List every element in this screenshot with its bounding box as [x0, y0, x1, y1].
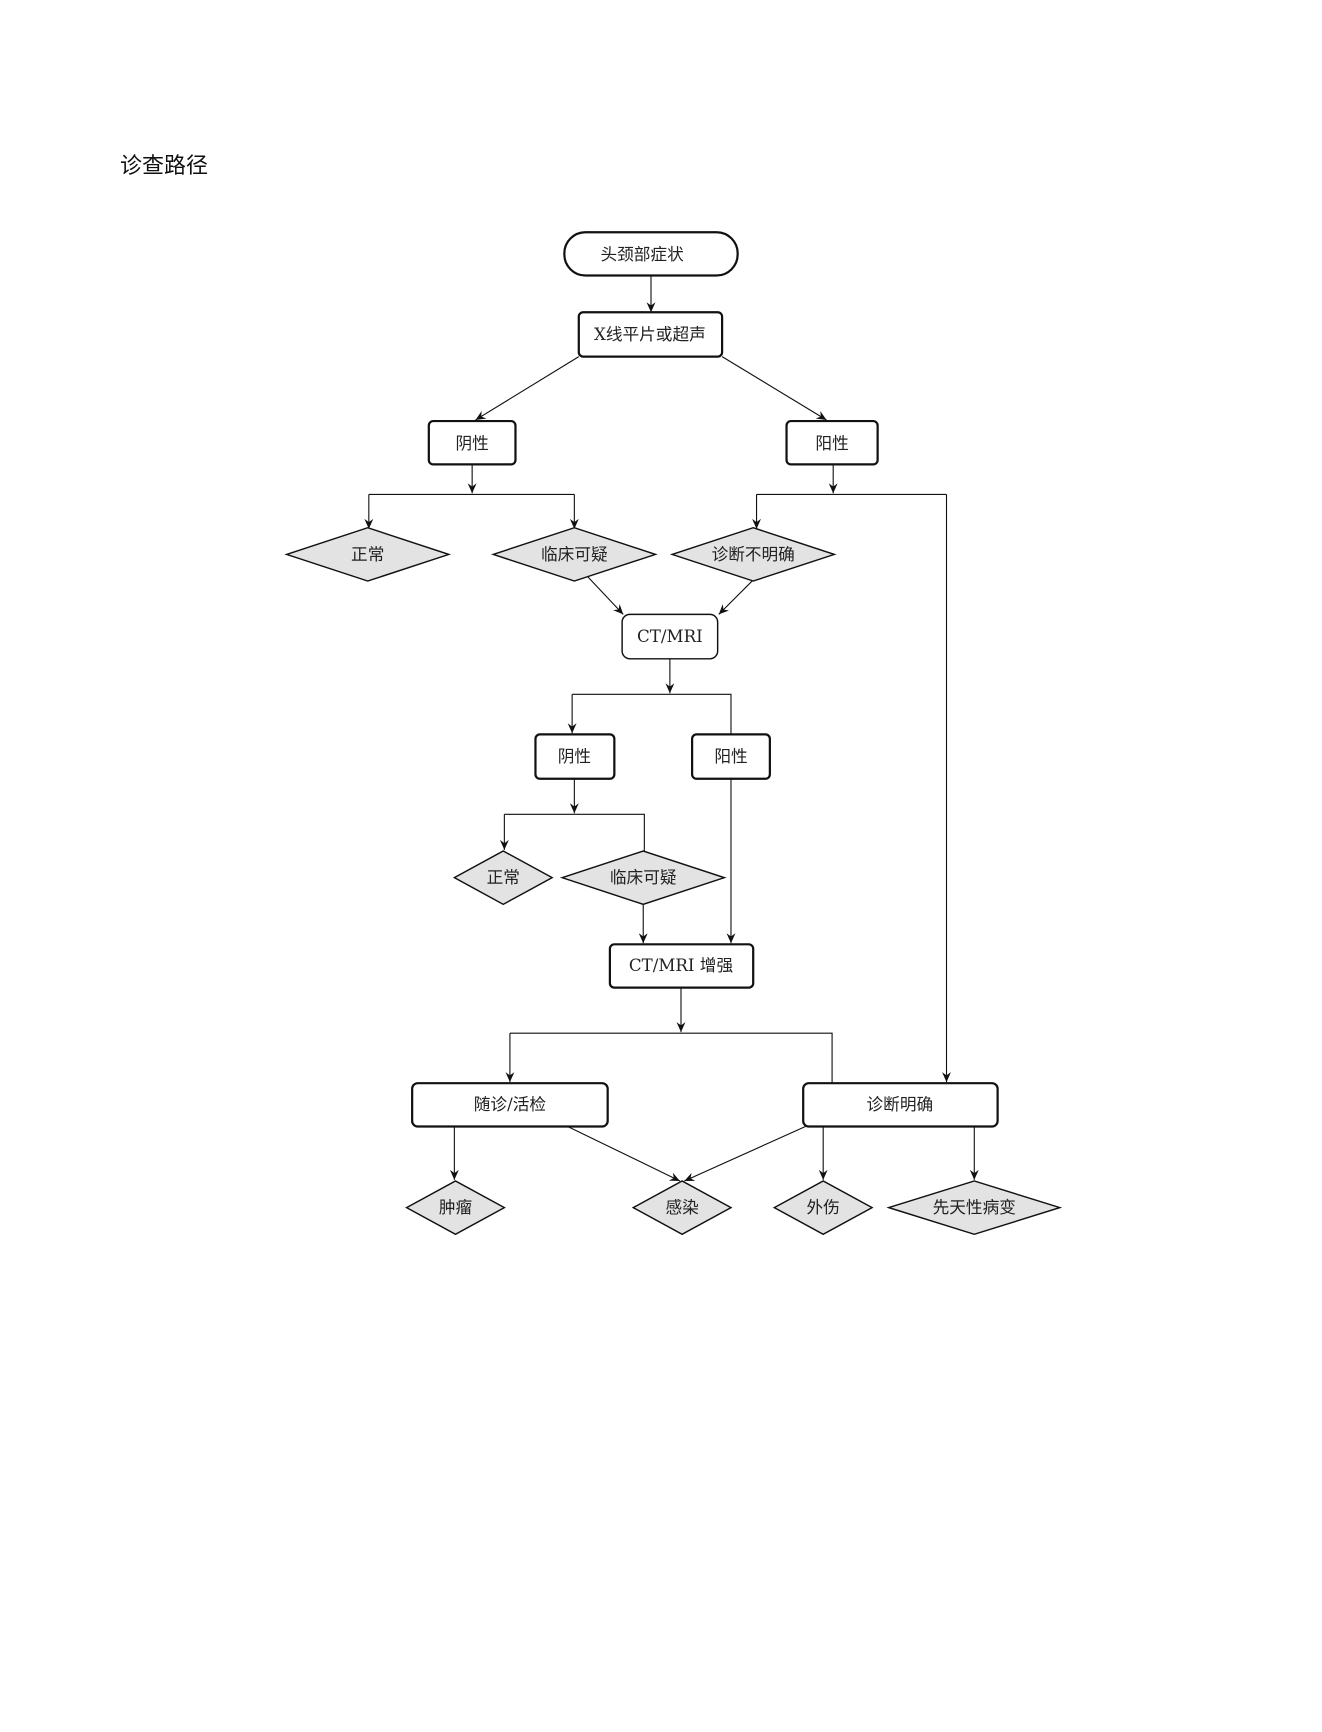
node-diagnosis-confirmed: 诊断明确	[802, 1082, 999, 1128]
node-ct-mri: CT/MRI	[621, 613, 719, 660]
node-label: 阳性	[815, 434, 848, 453]
node-label: 随诊/活检	[474, 1095, 547, 1114]
node-label: CT/MRI	[637, 627, 703, 646]
node-unclear: 诊断不明确	[669, 526, 837, 582]
node-ct-mri-enhanced: CT/MRI 增强	[608, 943, 755, 989]
node-followup-biopsy: 随诊/活检	[411, 1082, 609, 1128]
node-label: CT/MRI 增强	[629, 956, 734, 975]
node-normal-1: 正常	[284, 526, 452, 582]
node-label: 肿瘤	[439, 1198, 473, 1217]
node-label: 感染	[665, 1198, 699, 1217]
node-xray-ultrasound: X线平片或超声	[577, 311, 724, 358]
node-negative-2: 阴性	[534, 733, 616, 780]
node-infection: 感染	[631, 1180, 733, 1236]
node-start: 头颈部症状	[563, 231, 739, 277]
node-positive-2: 阳性	[690, 733, 771, 780]
node-label: 临床可疑	[541, 545, 608, 564]
node-tumor: 肿瘤	[405, 1180, 506, 1236]
node-label: 头颈部症状	[600, 245, 684, 264]
node-trauma: 外伤	[772, 1180, 874, 1236]
node-label: X线平片或超声	[594, 325, 706, 344]
node-suspect-2: 临床可疑	[559, 850, 727, 906]
node-label: 先天性病变	[933, 1198, 1016, 1217]
node-label: 正常	[351, 545, 384, 564]
node-label: 诊断不明确	[712, 545, 795, 564]
node-label: 阴性	[455, 434, 488, 453]
node-label: 诊断明确	[867, 1095, 934, 1114]
connectors	[364, 275, 979, 1182]
node-label: 正常	[487, 868, 520, 887]
node-label: 阴性	[558, 747, 591, 766]
node-suspect-1: 临床可疑	[490, 526, 658, 582]
node-congenital: 先天性病变	[886, 1180, 1063, 1236]
page-title: 诊查路径	[120, 154, 209, 179]
node-label: 外伤	[807, 1198, 840, 1217]
node-positive-1: 阳性	[785, 419, 879, 466]
node-normal-2: 正常	[452, 850, 554, 906]
node-negative-1: 阴性	[427, 419, 517, 466]
node-label: 阳性	[714, 747, 747, 766]
node-label: 临床可疑	[610, 868, 677, 887]
